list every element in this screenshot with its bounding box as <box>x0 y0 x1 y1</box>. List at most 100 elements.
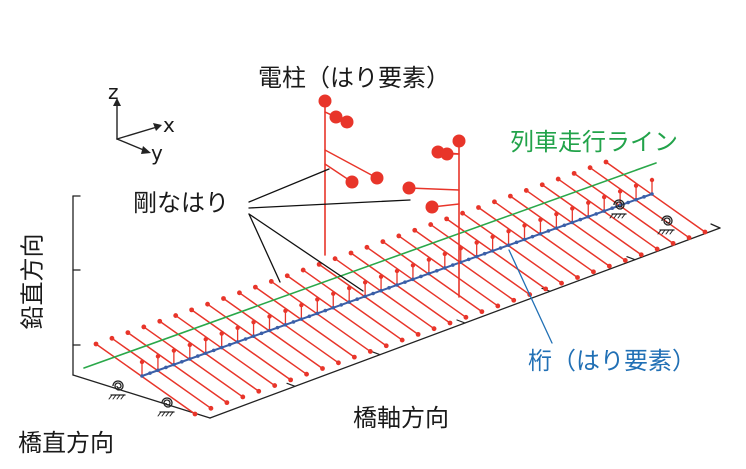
cross-beam <box>557 178 658 250</box>
spring-support-icon-hatch <box>621 213 626 219</box>
cross-beam <box>541 184 642 256</box>
beam-end-node <box>603 159 609 165</box>
cross-beam <box>461 212 563 284</box>
cross-beam <box>206 303 308 375</box>
girder-node <box>482 251 487 256</box>
beam-end-node <box>591 269 596 275</box>
girder-node <box>307 314 312 319</box>
pole-right-arm-node <box>402 181 416 195</box>
spring-support-icon-hatch <box>609 213 614 219</box>
girder-node <box>403 280 407 284</box>
girder-node <box>578 217 583 222</box>
spring-support-icon-hatch <box>661 229 666 235</box>
beam-end-node <box>511 297 517 303</box>
girder-node <box>419 274 423 279</box>
girder-node <box>347 300 351 304</box>
beam-end-node <box>622 258 628 263</box>
cross-beam <box>429 223 531 296</box>
spring-support-icon-hatch <box>169 411 174 417</box>
cross-beam <box>350 252 451 324</box>
beam-end-node <box>109 335 115 341</box>
girder-node <box>538 232 543 236</box>
rigid-beam-label: 剛なはり <box>133 189 229 217</box>
triad-y-axis <box>116 138 147 152</box>
girder-node <box>626 200 630 205</box>
beam-end-node <box>93 341 99 347</box>
beam-end-node <box>559 280 564 286</box>
beam-end-node <box>415 331 421 337</box>
beam-end-node <box>192 411 198 417</box>
coordinate-frame <box>72 195 721 419</box>
beam-end-node <box>380 239 386 245</box>
cross-beam <box>286 275 387 347</box>
bottom-edge-tick <box>626 256 636 261</box>
girder-node <box>562 223 567 228</box>
girder-node <box>498 246 503 250</box>
spring-support-icon-hatch <box>665 229 670 235</box>
spring-support-icon-coil <box>613 199 625 210</box>
girder-node <box>259 331 264 336</box>
spring-support-icon-hatch <box>613 213 618 219</box>
beam-end-node <box>320 366 325 371</box>
vertical-direction-label: 鉛直方向 <box>18 233 47 330</box>
pole-left-arm-node <box>370 171 384 185</box>
girder-node <box>156 368 160 373</box>
beam-end-node <box>654 246 660 252</box>
cross-beam <box>398 235 499 307</box>
beam-end-node <box>173 313 179 318</box>
girder-node <box>251 334 256 338</box>
axis-y-label: y <box>151 141 163 165</box>
girder-node <box>315 311 320 316</box>
beam-end-node <box>240 394 246 400</box>
cross-beam <box>190 309 292 381</box>
train-line-label: 列車走行ライン <box>510 128 678 156</box>
girder-node <box>323 308 328 313</box>
beam-end-node <box>447 320 453 326</box>
girder-node <box>594 212 599 216</box>
pole-left-arm-node <box>340 115 354 129</box>
girder-node <box>275 325 280 330</box>
girder-node <box>243 337 248 341</box>
pole-left-top-node <box>318 94 332 108</box>
pole-right-arm-node <box>440 147 454 161</box>
cross-beam <box>589 166 690 239</box>
girder-node <box>586 214 591 219</box>
beam-end-node <box>268 279 274 284</box>
girder-node <box>291 320 296 324</box>
pole-right-top-node <box>452 134 466 148</box>
girder-node <box>227 342 232 347</box>
girder-node <box>235 340 240 344</box>
girder-node <box>490 249 495 253</box>
beam-end-node <box>332 256 338 262</box>
beam-end-node <box>460 210 465 216</box>
girder-node <box>355 297 359 302</box>
beam-end-node <box>316 261 322 267</box>
girder-node <box>203 351 208 356</box>
beam-end-node <box>492 199 497 205</box>
beam-end-node <box>141 324 147 330</box>
cross-beam <box>143 326 244 398</box>
beam-end-node <box>383 343 389 349</box>
girder-node <box>514 240 519 245</box>
spring-support-icon-hatch <box>157 411 162 417</box>
cross-beam <box>270 280 372 353</box>
girder-node <box>299 317 304 321</box>
girder-node <box>610 206 614 211</box>
spring-support-icon-hatch <box>108 394 113 400</box>
bottom-edge-tick <box>371 351 381 356</box>
cross-beam <box>318 263 419 336</box>
beam-end-node <box>495 303 501 309</box>
leader-rigid-beam-pole <box>248 168 330 203</box>
beam-end-node <box>399 337 405 343</box>
beam-end-node <box>463 314 469 320</box>
cross-beams <box>93 159 708 417</box>
spring-support-icon-hatch <box>112 394 117 400</box>
girder-node <box>530 234 535 239</box>
girder-node <box>474 254 479 259</box>
girder-node <box>211 348 216 353</box>
girder-node <box>546 229 551 233</box>
beam-end-node <box>606 263 612 269</box>
beam-end-node <box>272 383 278 388</box>
